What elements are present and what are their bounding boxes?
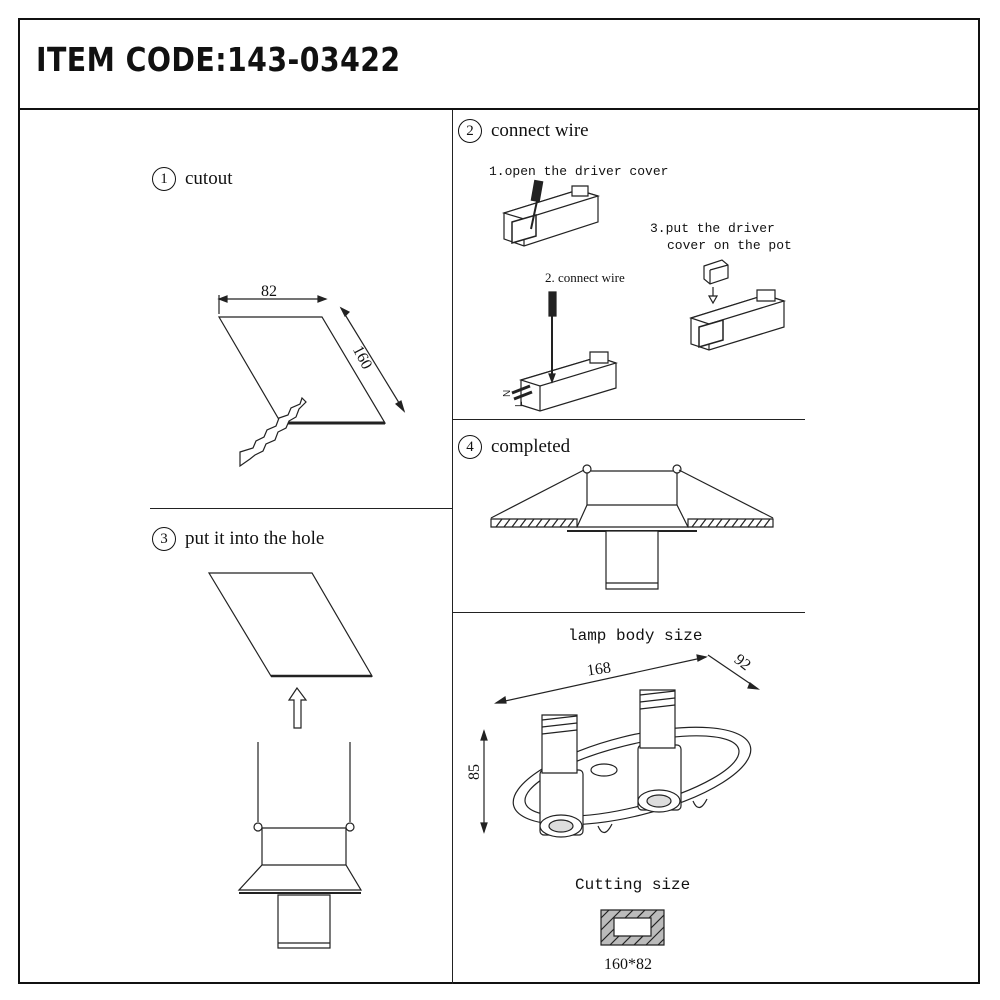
saw-icon: [240, 398, 306, 466]
cutting-size-value: 160*82: [604, 956, 652, 973]
step-connect-label: 2 connect wire: [458, 119, 589, 143]
sub-connect-wire: 2. connect wire: [545, 270, 625, 285]
step-number-4: 4: [458, 435, 482, 459]
cutting-size-drawing: [601, 910, 664, 945]
step-cutout-text: cutout: [185, 168, 233, 189]
sub-open-cover: 1.open the driver cover: [489, 164, 669, 179]
header-bar: [18, 18, 980, 110]
right-section-divider-1: [452, 419, 805, 420]
sub-put-cover-2: cover on the pot: [667, 238, 792, 253]
up-arrow-icon: [289, 688, 306, 728]
item-code-title: ITEM CODE:143-03422: [36, 40, 401, 79]
ceiling-panel-drawing: [209, 573, 372, 676]
driver-close-cover-drawing: [691, 260, 784, 350]
cutout-width-dim: 82: [261, 283, 277, 300]
terminal-n-label: N: [502, 390, 513, 397]
step-connect-text: connect wire: [491, 120, 589, 141]
step-number-1: 1: [152, 167, 176, 191]
completed-lamp-drawing: [491, 465, 773, 589]
step-number-2: 2: [458, 119, 482, 143]
page-frame: [18, 18, 980, 984]
step-hole-text: put it into the hole: [185, 528, 325, 549]
lamp-insert-drawing: [239, 742, 361, 948]
step-completed-label: 4 completed: [458, 435, 570, 459]
lamp-body-drawing: [481, 655, 760, 844]
driver-open-cover-drawing: [504, 180, 598, 246]
terminal-l-label: L: [514, 401, 525, 407]
cutout-panel-drawing: [219, 295, 404, 466]
step-number-3: 3: [152, 527, 176, 551]
step-hole-label: 3 put it into the hole: [152, 527, 324, 551]
cutting-size-title: Cutting size: [575, 876, 691, 894]
lamp-body-title: lamp body size: [568, 627, 703, 645]
driver-connect-wire-drawing: [512, 292, 616, 411]
column-divider: [452, 110, 453, 984]
left-section-divider: [150, 508, 452, 509]
sub-put-cover-1: 3.put the driver: [650, 221, 775, 236]
step-completed-text: completed: [491, 436, 571, 457]
step-cutout-label: 1 cutout: [152, 167, 233, 191]
right-section-divider-2: [452, 612, 805, 613]
